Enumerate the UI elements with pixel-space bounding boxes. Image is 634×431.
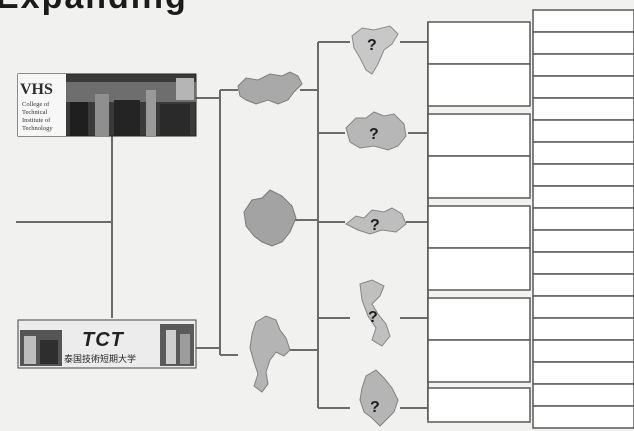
level4-box: [533, 208, 634, 230]
level4-box: [533, 384, 634, 406]
level3-box: [428, 64, 530, 106]
level4-box: [533, 120, 634, 142]
question-mark: ?: [368, 309, 378, 326]
unknown-country-icon: ?: [346, 112, 406, 150]
level3-box: [428, 22, 530, 64]
top-school-caption-4: Technology: [22, 125, 53, 132]
unknown-country-icon: ?: [360, 280, 390, 346]
question-mark: ?: [367, 37, 377, 54]
bottom-school-caption: 泰国技術短期大学: [64, 353, 136, 365]
russia-map-icon: [238, 72, 302, 104]
level4-box: [533, 406, 634, 428]
top-school-badge: VHS: [20, 81, 53, 98]
level4-box: [533, 186, 634, 208]
level4-boxes: [533, 10, 634, 428]
level4-box: [533, 340, 634, 362]
level4-box: [533, 252, 634, 274]
top-school-caption-2: Technical: [22, 109, 47, 116]
thailand-map-icon: [250, 316, 290, 392]
level4-box: [533, 318, 634, 340]
level3-boxes: [428, 22, 530, 422]
level3-box: [428, 248, 530, 290]
question-mark: ?: [370, 217, 380, 234]
level4-box: [533, 76, 634, 98]
unknown-country-icon: ?: [346, 208, 406, 234]
level3-box: [428, 340, 530, 382]
unknown-country-icon: ?: [360, 370, 398, 426]
question-mark: ?: [370, 399, 380, 416]
level3-box: [428, 388, 530, 422]
bottom-school-badge: TCT: [82, 329, 125, 351]
level4-box: [533, 362, 634, 384]
level4-box: [533, 274, 634, 296]
question-mark: ?: [369, 126, 379, 143]
level3-box: [428, 298, 530, 340]
level4-box: [533, 164, 634, 186]
level4-box: [533, 98, 634, 120]
level4-box: [533, 10, 634, 32]
top-school-card: VHS College of Technical Institute of Te…: [18, 74, 196, 136]
level4-box: [533, 54, 634, 76]
bottom-school-card: TCT 泰国技術短期大学: [18, 320, 196, 368]
unknown-country-icon: ?: [352, 26, 398, 74]
level4-box: [533, 296, 634, 318]
top-school-caption-3: Institute of: [22, 117, 51, 124]
header-title-text: Expanding: [0, 0, 188, 16]
header-title-fragment: Expanding: [0, 0, 188, 16]
top-school-caption-1: College of: [22, 101, 50, 108]
china-map-icon: [244, 190, 296, 246]
level3-box: [428, 114, 530, 156]
level4-box: [533, 230, 634, 252]
level4-box: [533, 32, 634, 54]
level3-box: [428, 156, 530, 198]
level3-box: [428, 206, 530, 248]
level4-box: [533, 142, 634, 164]
